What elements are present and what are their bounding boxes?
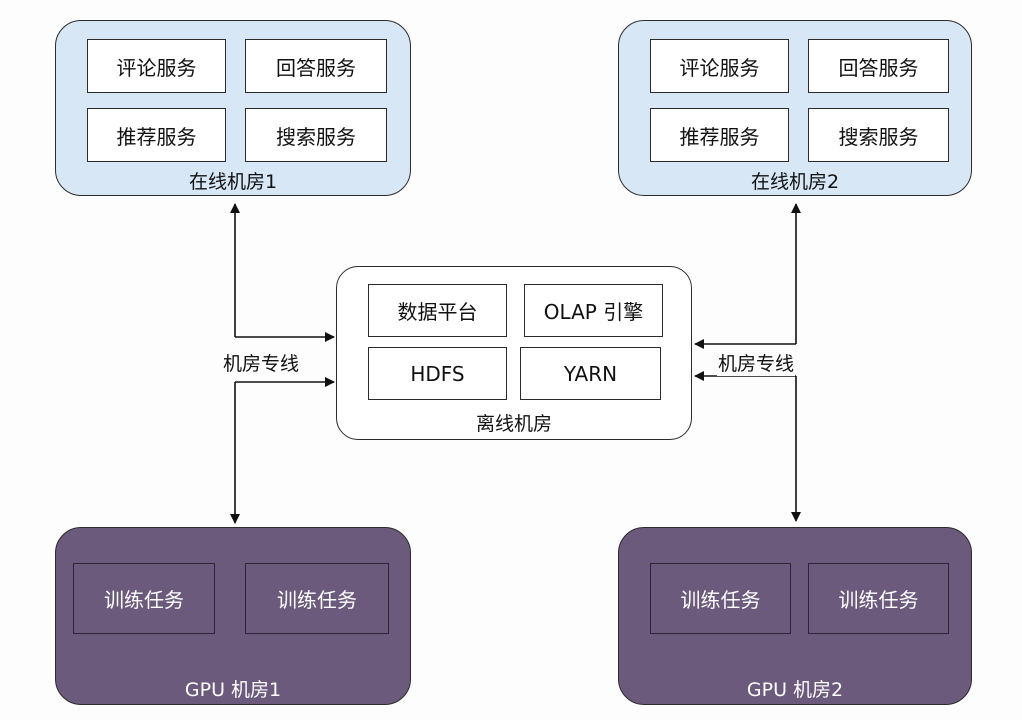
training-task: 训练任务: [73, 563, 215, 634]
room-label: 离线机房: [475, 413, 552, 435]
dedicated-line-label-left: 机房专线: [222, 349, 301, 376]
component-olap-engine: OLAP 引擎: [524, 284, 663, 337]
offline-room: 数据平台 OLAP 引擎 HDFS YARN 离线机房: [336, 266, 692, 440]
service-search: 搜索服务: [245, 108, 387, 162]
online-room-1: 评论服务 回答服务 推荐服务 搜索服务 在线机房1: [55, 20, 411, 196]
service-comment: 评论服务: [650, 39, 789, 93]
service-recommend: 推荐服务: [650, 108, 789, 162]
component-hdfs: HDFS: [368, 347, 507, 400]
service-search: 搜索服务: [808, 108, 949, 162]
gpu-room-2: 训练任务 训练任务 GPU 机房2: [618, 527, 972, 705]
training-task: 训练任务: [650, 563, 791, 634]
online-room-2: 评论服务 回答服务 推荐服务 搜索服务 在线机房2: [618, 20, 972, 196]
room-label: 在线机房2: [750, 171, 840, 193]
service-answer: 回答服务: [808, 39, 949, 93]
service-answer: 回答服务: [245, 39, 387, 93]
training-task: 训练任务: [245, 563, 389, 634]
component-data-platform: 数据平台: [368, 284, 507, 337]
dedicated-line-label-right: 机房专线: [717, 349, 796, 376]
service-recommend: 推荐服务: [87, 108, 226, 162]
component-yarn: YARN: [520, 347, 661, 400]
gpu-room-1: 训练任务 训练任务 GPU 机房1: [55, 527, 411, 705]
room-label: 在线机房1: [188, 171, 278, 193]
service-comment: 评论服务: [87, 39, 226, 93]
room-label: GPU 机房2: [746, 679, 844, 701]
room-label: GPU 机房1: [184, 679, 282, 701]
training-task: 训练任务: [808, 563, 949, 634]
